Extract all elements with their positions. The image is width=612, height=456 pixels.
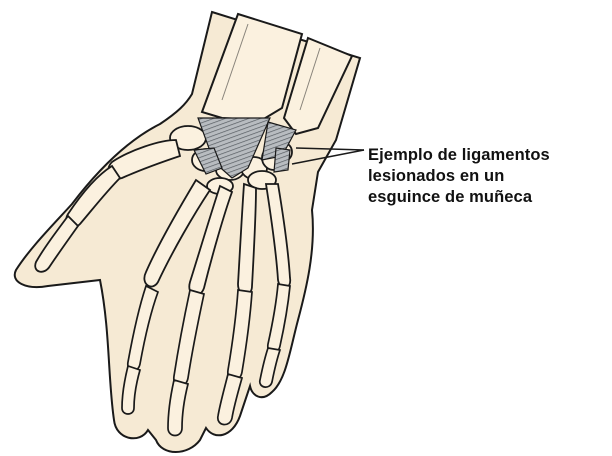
injured-ligaments bbox=[194, 118, 296, 178]
callout-label: Ejemplo de ligamentos lesionados en un e… bbox=[368, 145, 608, 208]
callout-line-2: lesionados en un bbox=[368, 166, 608, 187]
callout-line-3: esguince de muñeca bbox=[368, 187, 608, 208]
callout-line-1: Ejemplo de ligamentos bbox=[368, 145, 608, 166]
